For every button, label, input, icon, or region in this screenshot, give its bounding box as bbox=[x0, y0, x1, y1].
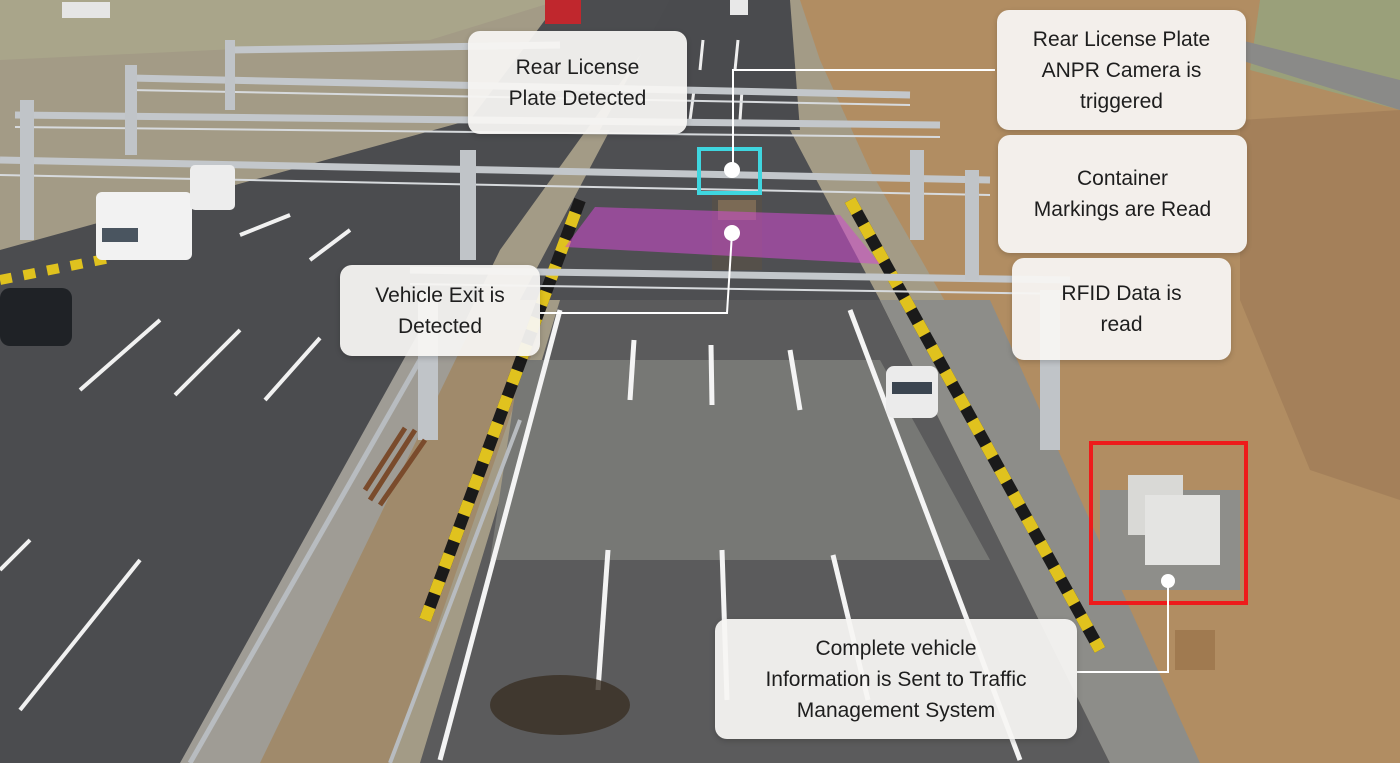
callout-anpr-triggered: Rear License Plate ANPR Camera is trigge… bbox=[997, 10, 1246, 130]
far-field bbox=[0, 0, 560, 60]
guardrail-inner bbox=[388, 419, 522, 763]
connector-dots bbox=[724, 162, 1175, 588]
callout-line: Markings are Read bbox=[1033, 198, 1212, 221]
callout-rfid-read: RFID Data is read bbox=[1012, 258, 1231, 360]
callout-line: Plate Detected bbox=[508, 86, 647, 110]
far-lane-dashes bbox=[688, 39, 744, 121]
gravel-strip bbox=[260, 330, 540, 763]
lumber-pile bbox=[362, 426, 428, 507]
anpr-camera-highlight bbox=[697, 147, 762, 195]
hazard-barrier-far-left bbox=[0, 253, 111, 285]
roadside-cabinets bbox=[1100, 475, 1240, 590]
callout-line: Rear License bbox=[515, 55, 640, 79]
service-road bbox=[1240, 40, 1400, 110]
callout-container-read: Container Markings are Read bbox=[998, 135, 1247, 253]
lane-markings-left bbox=[0, 213, 352, 712]
callout-complete-info: Complete vehicle Information is Sent to … bbox=[715, 619, 1077, 739]
callout-line: Information is Sent to Traffic bbox=[765, 667, 1027, 691]
detection-zone-overlay bbox=[565, 207, 880, 264]
callout-line: Management System bbox=[796, 698, 996, 722]
callout-line: Container bbox=[1076, 167, 1169, 190]
callout-vehicle-exit: Vehicle Exit is Detected bbox=[340, 265, 540, 356]
dark-car bbox=[0, 288, 72, 346]
white-minivan bbox=[886, 366, 938, 418]
white-car-left bbox=[190, 165, 235, 210]
tanker-truck bbox=[62, 2, 110, 18]
left-carriageway bbox=[0, 0, 680, 763]
guardrail bbox=[187, 358, 423, 763]
callout-line: Rear License Plate bbox=[1032, 27, 1211, 51]
callout-line: Detected bbox=[397, 314, 483, 338]
white-van bbox=[96, 192, 192, 260]
callout-line: RFID Data is bbox=[1061, 282, 1182, 305]
connector-lines bbox=[540, 69, 1169, 673]
far-truck bbox=[730, 0, 748, 15]
callout-line: Complete vehicle bbox=[815, 636, 977, 660]
concrete-slab bbox=[490, 360, 990, 560]
callout-line: Vehicle Exit is bbox=[375, 283, 505, 307]
dirt-patch bbox=[490, 675, 630, 735]
callout-line: read bbox=[1100, 313, 1143, 336]
callout-line: ANPR Camera is bbox=[1041, 58, 1202, 82]
red-truck bbox=[545, 0, 581, 24]
soil-slope bbox=[1240, 110, 1400, 500]
callout-rear-plate-detected: Rear License Plate Detected bbox=[468, 31, 687, 134]
callout-line: triggered bbox=[1080, 89, 1163, 113]
pallet-stack bbox=[1175, 630, 1215, 670]
